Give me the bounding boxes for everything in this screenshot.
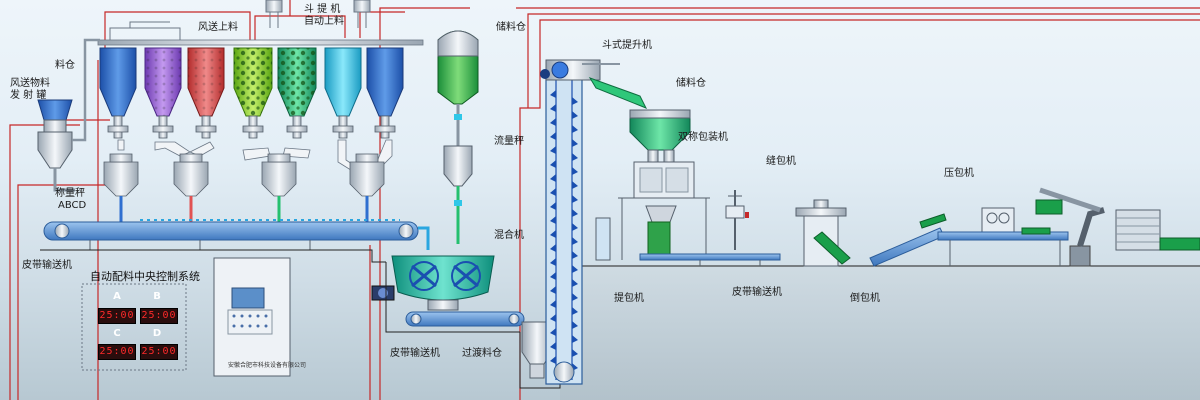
label-bucket-elevator: 斗式提升机 [602, 40, 652, 51]
hopper-row [99, 47, 404, 117]
label-flow-scale: 流量秤 [494, 136, 524, 147]
control-cabinet [213, 257, 291, 377]
bottom-belt-conveyor [405, 311, 525, 327]
label-air-feed: 风送上料 [198, 22, 238, 33]
label-weigh-abcd: ABCD [58, 200, 87, 211]
label-transition-bin: 过渡料仓 [462, 348, 502, 359]
left-belt-conveyor [43, 221, 419, 250]
label-lift-machine: 提包机 [614, 293, 644, 304]
hopper-6 [324, 47, 362, 117]
feed-chutes [117, 139, 393, 173]
control-wires [9, 0, 1200, 400]
bag-tipper [795, 199, 851, 267]
label-auto-feed: 自动上料 [304, 16, 344, 27]
display-b: 25:00 [140, 308, 178, 324]
weigh-scales [103, 153, 385, 197]
display-d: 25:00 [140, 344, 178, 360]
cabinet-company-text: 安徽合肥市科技设备有限公司 [228, 362, 307, 369]
label-storage-top: 储料仓 [496, 22, 526, 33]
hopper-outlets [107, 115, 396, 139]
display-c: 25:00 [98, 344, 136, 360]
control-label-d: D [152, 328, 162, 339]
label-storage-2: 储料仓 [676, 78, 706, 89]
control-label-c: C [113, 328, 121, 339]
sewing-machine [725, 190, 749, 250]
pneumatic-feed-tank [37, 99, 75, 192]
label-elevator-feed: 斗 提 机 [304, 4, 341, 15]
palletizing-robot [1035, 187, 1200, 267]
mixer [371, 255, 495, 311]
incline-conveyor [869, 213, 947, 267]
air-feed-pipe [72, 38, 100, 142]
label-pneumatic-2: 发 射 罐 [10, 90, 47, 101]
hopper-7 [366, 47, 404, 117]
top-rail-pipes [109, 5, 367, 40]
bucket-elevator [540, 59, 601, 385]
label-bag-tipper: 倒包机 [850, 293, 880, 304]
belt-to-mixer [418, 226, 430, 250]
label-double-packing: 双称包装机 [678, 132, 728, 143]
elevator-chute [588, 77, 648, 109]
label-bin: 料仓 [55, 60, 75, 71]
label-bale-press: 压包机 [944, 168, 974, 179]
ground-area [560, 265, 1200, 400]
label-mixer: 混合机 [494, 230, 524, 241]
label-belt-left: 皮带输送机 [22, 260, 72, 271]
transition-bin [521, 321, 553, 379]
packing-station [595, 109, 710, 261]
control-system-title: 自动配料中央控制系统 [90, 270, 200, 283]
label-pneumatic-1: 风送物料 [10, 78, 50, 89]
label-sewing: 缝包机 [766, 156, 796, 167]
control-label-b: B [153, 291, 161, 302]
hopper-1 [99, 47, 137, 117]
control-label-a: A [113, 291, 121, 302]
bale-press [937, 207, 1069, 266]
flow-scale [443, 145, 473, 244]
top-rail [97, 39, 424, 46]
label-belt-mid: 皮带输送机 [732, 287, 782, 298]
elevator-tops [265, 0, 371, 13]
display-a: 25:00 [98, 308, 136, 324]
discharge-streams [119, 196, 369, 222]
label-belt-bottom: 皮带输送机 [390, 348, 440, 359]
storage-tank-top [437, 30, 479, 146]
control-panel-frame [81, 283, 187, 371]
mid-belt-conveyor [639, 253, 781, 266]
label-weigh-scale: 称量秤 [55, 188, 85, 199]
